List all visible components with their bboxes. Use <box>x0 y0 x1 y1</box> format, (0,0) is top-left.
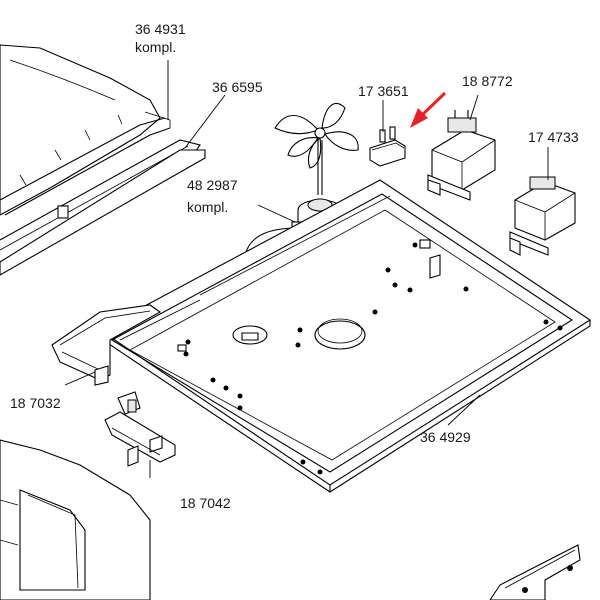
side-bracket-part <box>51 304 162 386</box>
thermostat-part <box>369 126 406 167</box>
transformer-large-part <box>427 110 496 201</box>
label-cover-assembly-number: 36 4931 <box>135 21 186 37</box>
bottom-bracket-part <box>489 544 581 600</box>
transformer-small-part <box>509 176 576 256</box>
housing-part <box>0 439 151 600</box>
label-side-bracket: 18 7032 <box>10 395 61 411</box>
label-thermostat: 17 3651 <box>358 83 409 99</box>
highlight-arrow-icon <box>410 91 447 128</box>
label-fan-assembly-suffix: kompl. <box>187 199 228 215</box>
label-gasket-strip: 36 6595 <box>212 79 263 95</box>
door-switch-part <box>104 391 176 467</box>
leader-lines <box>64 60 549 478</box>
label-door-switch: 18 7042 <box>180 495 231 511</box>
label-fan-assembly-number: 48 2987 <box>187 177 238 193</box>
label-transformer-large: 18 8772 <box>462 73 513 89</box>
cover-assembly-part <box>0 44 201 263</box>
label-transformer-small: 17 4733 <box>528 129 579 145</box>
gasket-strip-part <box>0 149 206 276</box>
label-base-plate: 36 4929 <box>420 429 471 445</box>
label-cover-assembly-suffix: kompl. <box>135 39 176 55</box>
